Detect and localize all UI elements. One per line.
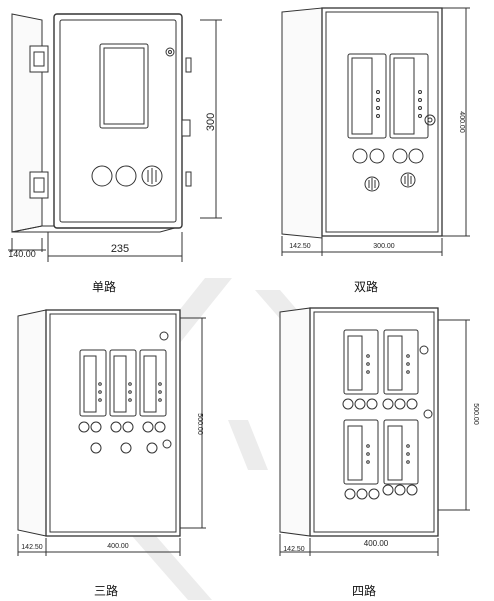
p1-depth-label: 140.00 [8, 249, 36, 259]
panel-triple [17, 309, 206, 556]
p4-width-label: 400.00 [364, 539, 389, 548]
p2-height-label: 400.00 [458, 111, 465, 133]
p2-width-label: 300.00 [373, 243, 395, 250]
caption-quad: 四路 [352, 584, 377, 598]
panel-double [281, 7, 470, 256]
p3-width-label: 400.00 [107, 543, 129, 550]
panel-quad [279, 307, 470, 556]
p1-width-label: 235 [111, 243, 129, 255]
p4-height-label: 500.00 [472, 403, 479, 425]
p2-depth-label: 142.50 [289, 243, 311, 250]
p3-depth-label: 142.50 [21, 544, 43, 551]
caption-double: 双路 [354, 280, 379, 294]
p3-height-label: 500.00 [196, 413, 203, 435]
p1-height-label: 300 [205, 113, 217, 131]
panel-single [8, 13, 222, 262]
p4-depth-label: 142.50 [283, 546, 305, 553]
caption-triple: 三路 [94, 584, 119, 598]
dimension-labels: 140.00 235 300 142.50 300.00 400.00 142.… [8, 111, 479, 553]
caption-single: 单路 [92, 280, 117, 294]
